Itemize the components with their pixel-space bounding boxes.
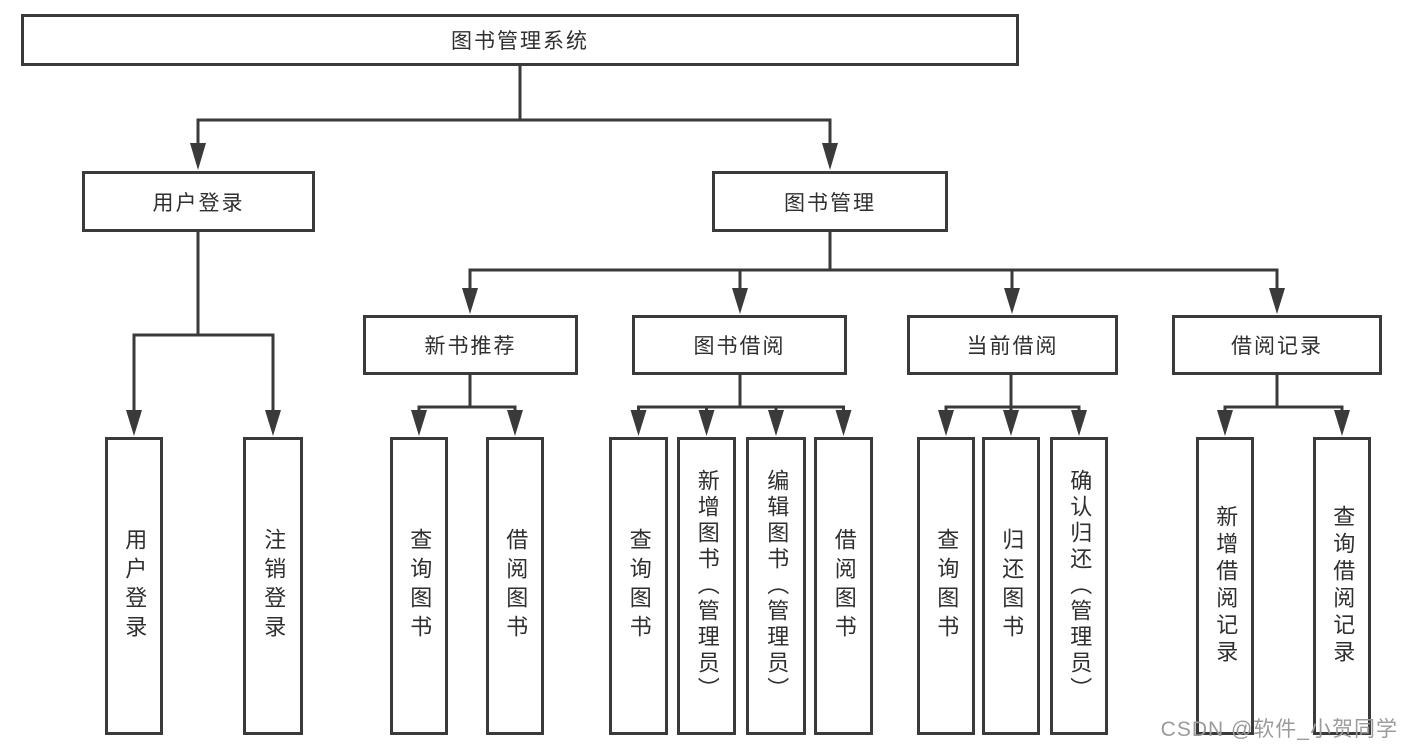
leaf-query-books-borrow: 查询图书 [609,437,668,735]
node-borrow-records: 借阅记录 [1172,315,1382,375]
leaf-query-books-current: 查询图书 [917,437,975,735]
node-book-management: 图书管理 [712,171,948,232]
leaf-query-borrow-record: 查询借阅记录 [1313,437,1371,735]
leaf-confirm-return-admin: 确认归还（管理员） [1050,437,1108,735]
leaf-borrow-books: 借阅图书 [814,437,873,735]
arrowheads [126,143,1350,436]
node-user-login: 用户登录 [82,171,315,232]
leaf-borrow-books-recommend: 借阅图书 [486,437,544,735]
leaf-query-books-recommend: 查询图书 [390,437,448,735]
leaf-logout: 注销登录 [243,437,303,735]
leaf-add-books-admin: 新增图书（管理员） [677,437,736,735]
leaf-edit-books-admin: 编辑图书（管理员） [746,437,806,735]
csdn-watermark: CSDN @软件_小贺同学 [1160,718,1398,741]
node-root-system: 图书管理系统 [21,14,1019,66]
node-current-borrow: 当前借阅 [907,315,1118,375]
leaf-user-login: 用户登录 [105,437,163,735]
leaf-add-borrow-record: 新增借阅记录 [1196,437,1254,735]
leaf-return-books: 归还图书 [982,437,1040,735]
node-book-borrow: 图书借阅 [632,315,847,375]
node-new-book-recommend: 新书推荐 [363,315,578,375]
